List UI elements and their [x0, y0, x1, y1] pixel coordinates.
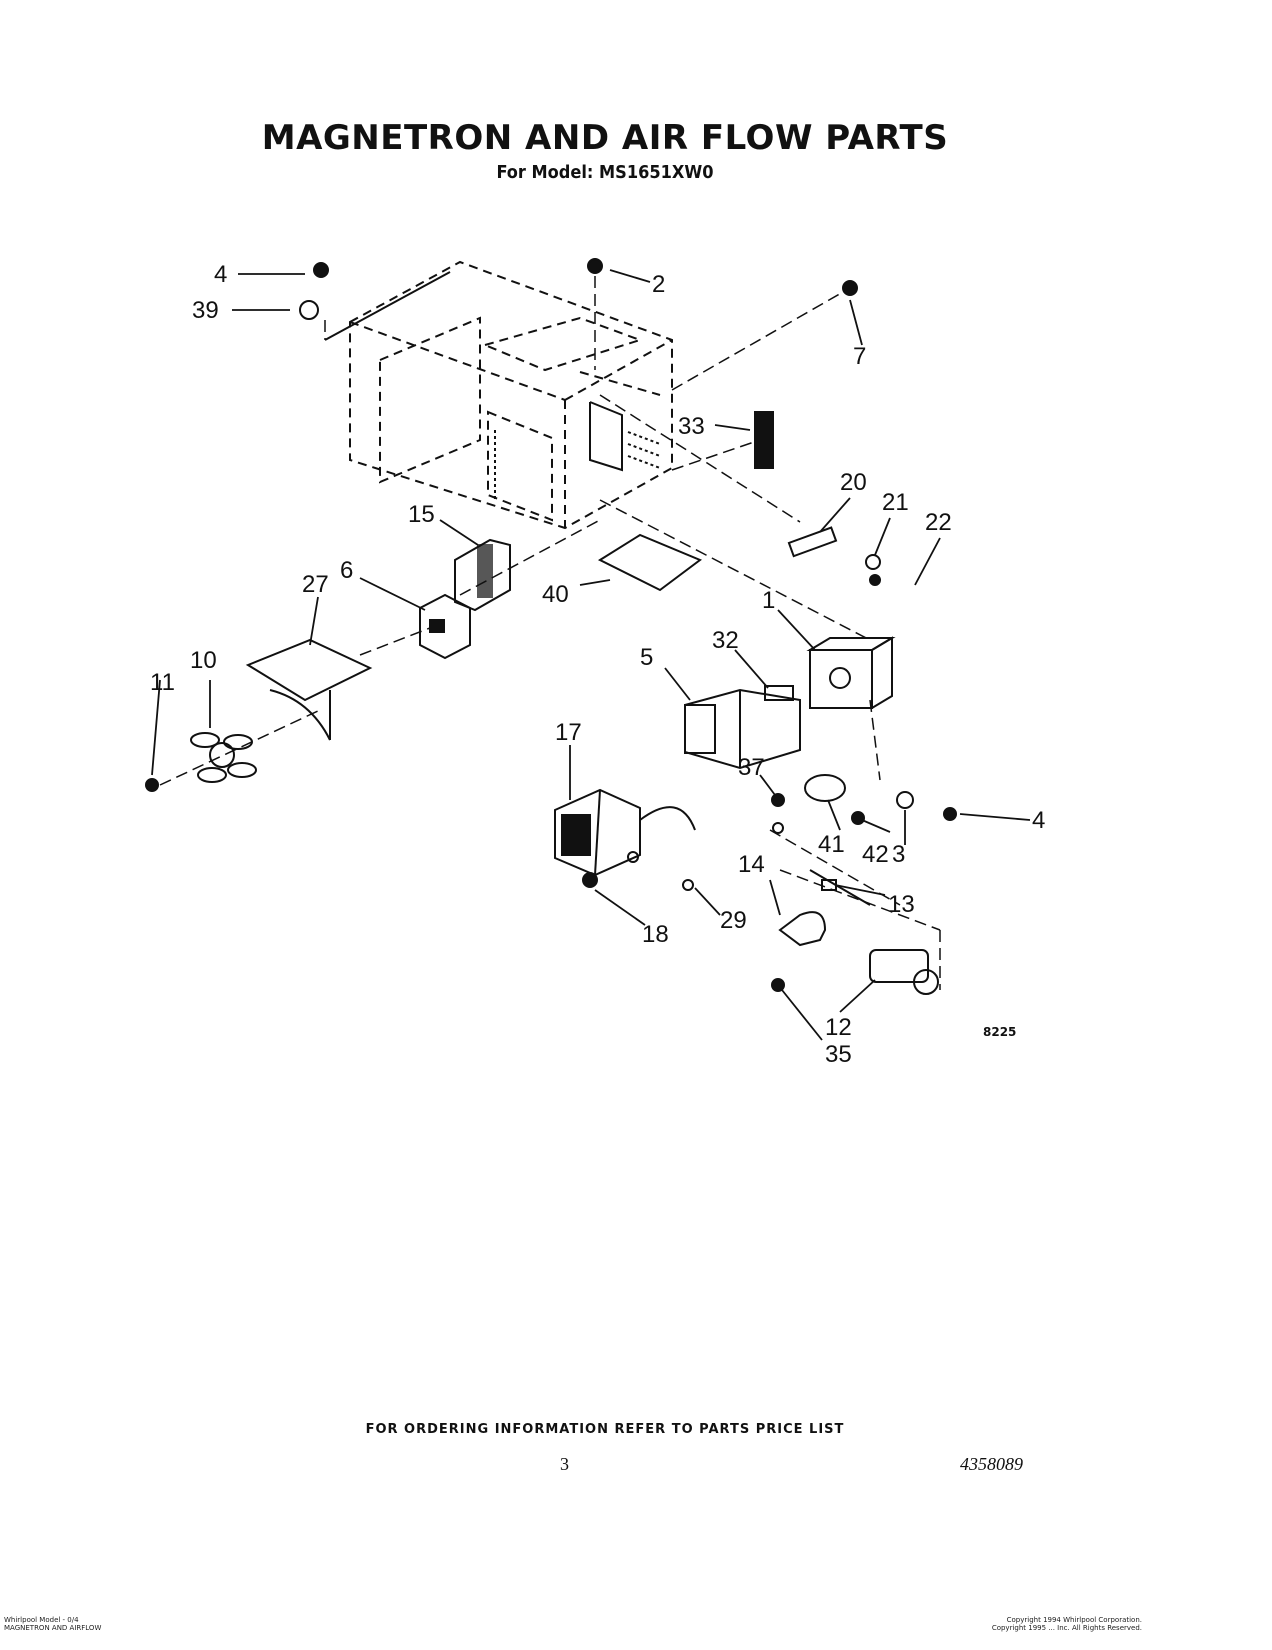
diagram-code: 8225	[983, 1025, 1016, 1039]
callout-label: 42	[862, 841, 889, 868]
air-guide	[684, 688, 801, 770]
copyright-line: Copyright 1995 ... Inc. All Rights Reser…	[991, 1624, 1142, 1632]
callout-label: 14	[738, 851, 765, 878]
callout-label: 7	[853, 343, 866, 370]
diode	[809, 869, 871, 906]
callout-labels: 4 39 2 7 33 20 21 22 15 6 27 40 10 11 1 …	[150, 261, 1045, 1068]
callout-arrows	[151, 269, 1031, 1041]
callout-label: 21	[882, 489, 909, 516]
exploded-parts-diagram: 4 39 2 7 33 20 21 22 15 6 27 40 10 11 1 …	[145, 258, 1045, 1068]
callout-label: 40	[542, 581, 569, 608]
callout-label: 20	[840, 469, 867, 496]
page-number: 3	[560, 1454, 569, 1474]
fan-blade	[190, 732, 257, 783]
callout-label: 13	[888, 891, 915, 918]
callout-label: 29	[720, 907, 747, 934]
callout-label: 27	[302, 571, 329, 598]
callout-label: 5	[640, 644, 653, 671]
callout-label: 41	[818, 831, 845, 858]
callout-label: 6	[340, 557, 353, 584]
assembly-leader-lines	[159, 258, 941, 990]
model-subtitle: For Model: MS1651XW0	[496, 162, 714, 183]
thermal-protector	[764, 685, 794, 701]
callout-label: 18	[642, 921, 669, 948]
magnetron	[806, 636, 896, 710]
callout-label: 17	[555, 719, 582, 746]
callout-label: 39	[192, 297, 219, 324]
callout-label: 32	[712, 627, 739, 654]
callout-label: 12	[825, 1014, 852, 1041]
transformer	[554, 788, 696, 877]
ordering-info: FOR ORDERING INFORMATION REFER TO PARTS …	[365, 1422, 845, 1437]
copyright-line: Copyright 1994 Whirlpool Corporation.	[1006, 1616, 1142, 1624]
fan-nut	[145, 778, 159, 792]
callout-label: 33	[678, 413, 705, 440]
callout-label: 1	[762, 587, 775, 614]
bottom-left-note: Whirlpool Model - 0/4 MAGNETRON AND AIRF…	[4, 1616, 101, 1632]
cabinet-frame	[349, 260, 673, 530]
waveguide-cover	[597, 533, 702, 592]
capacitor	[869, 949, 939, 995]
document-number: 4358089	[960, 1454, 1023, 1474]
bottom-left-line: Whirlpool Model - 0/4	[4, 1616, 79, 1624]
callout-label: 22	[925, 509, 952, 536]
thermal-cutout	[804, 774, 846, 802]
callout-label: 3	[892, 841, 905, 868]
mounting-bracket	[454, 538, 511, 612]
vent-grille	[754, 411, 774, 469]
cabinet-panels	[324, 271, 661, 500]
bottom-left-line: MAGNETRON AND AIRFLOW	[4, 1624, 102, 1632]
callout-label: 4	[1032, 807, 1045, 834]
page-title: MAGNETRON AND AIR FLOW PARTS	[261, 118, 949, 158]
fan-motor	[419, 593, 471, 660]
callout-label: 4	[214, 261, 227, 288]
copyright-note: Copyright 1994 Whirlpool Corporation. Co…	[992, 1616, 1142, 1632]
capacitor-bracket	[778, 911, 827, 947]
callout-label: 10	[190, 647, 217, 674]
callout-label: 35	[825, 1041, 852, 1068]
fuse-holder	[787, 526, 838, 558]
callout-label: 15	[408, 501, 435, 528]
callout-label: 37	[738, 754, 765, 781]
callout-label: 11	[150, 669, 175, 696]
fan-motor-bracket	[245, 638, 373, 741]
screws	[299, 258, 957, 992]
callout-label: 2	[652, 271, 665, 298]
